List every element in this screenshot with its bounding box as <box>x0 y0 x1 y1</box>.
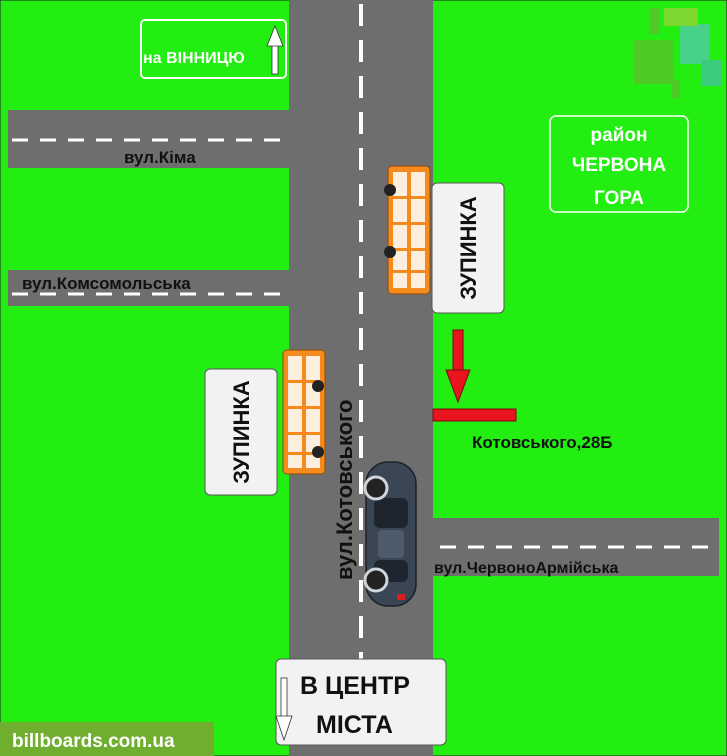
road-komsomolska <box>8 270 289 306</box>
sign-to-center-line1: В ЦЕНТР <box>300 672 410 700</box>
district-sign <box>549 115 689 213</box>
location-marker-icon <box>432 329 517 422</box>
district-sign-line1: район <box>591 125 648 146</box>
sign-to-center-line2: МІСТА <box>316 711 393 739</box>
stop-sign-left <box>204 368 278 496</box>
street-label-chervonoarmiiska: вул.ЧервоноАрмійська <box>434 560 618 577</box>
district-sign-line3: ГОРА <box>594 188 644 209</box>
sign-to-vinnytsia-label: на ВІННИЦЮ <box>143 50 245 67</box>
arrow-down-icon <box>275 677 293 742</box>
street-label-kotovskoho: вул.Котовського <box>332 400 357 580</box>
footer-bar <box>0 722 214 756</box>
logo-icon <box>634 8 722 98</box>
street-label-kima: вул.Кіма <box>124 148 196 167</box>
street-label-komsomolska: вул.Комсомольська <box>22 274 191 293</box>
car-icon <box>363 461 417 607</box>
stop-sign-right-label: ЗУПИНКА <box>456 196 481 300</box>
footer-website[interactable]: billboards.com.ua <box>12 731 175 752</box>
sign-to-center <box>275 658 447 746</box>
location-address: Котовського,28Б <box>472 433 613 452</box>
stop-sign-left-label: ЗУПИНКА <box>229 380 254 484</box>
bus-icon <box>282 349 326 475</box>
sign-to-vinnytsia <box>140 19 287 79</box>
stop-sign-right <box>431 182 505 314</box>
district-sign-line2: ЧЕРВОНА <box>572 155 666 176</box>
bus-icon <box>384 165 431 295</box>
arrow-up-icon <box>266 24 284 75</box>
